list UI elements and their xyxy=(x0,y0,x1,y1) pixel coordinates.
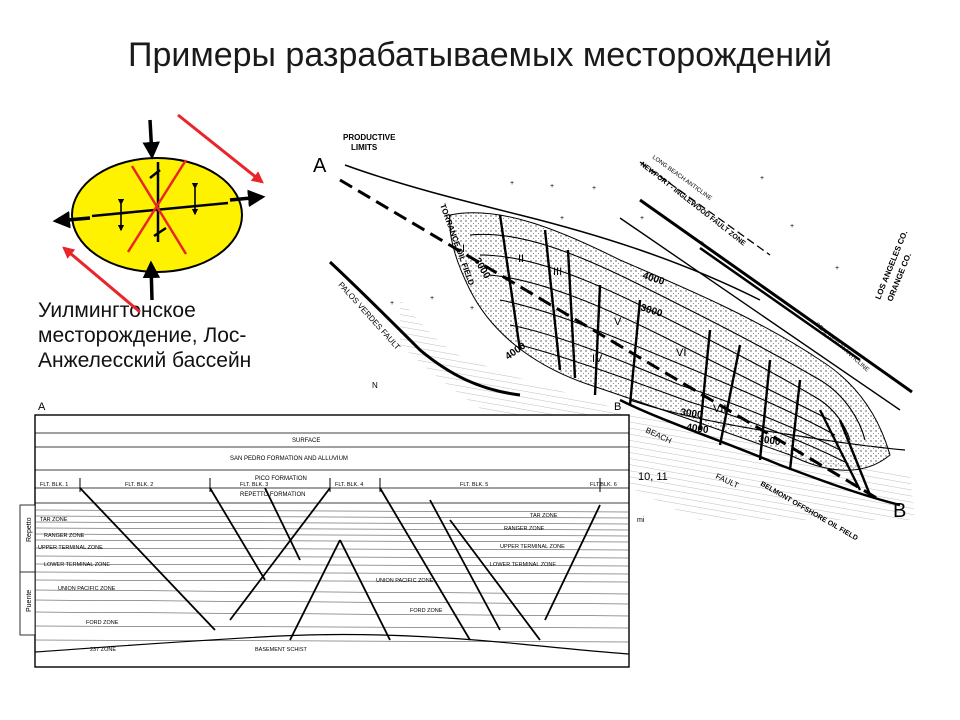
side-label-puente: Puente xyxy=(26,590,33,612)
left-zone-upper-terminal: UPPER TERMINAL ZONE xyxy=(38,545,103,551)
side-label-repetto: Repetto xyxy=(26,517,33,542)
left-zone-ford: FORD ZONE xyxy=(86,620,119,626)
map-label-b: B xyxy=(893,500,906,522)
pico-label: PICO FORMATION xyxy=(255,476,307,482)
repetto-label: REPETTO FORMATION xyxy=(240,492,305,498)
fault-block-5: FLT. BLK. 5 xyxy=(460,482,488,488)
left-zone-union-pacific: UNION PACIFIC ZONE xyxy=(58,586,116,592)
block-label-7: VII xyxy=(713,403,726,415)
svg-text:+: + xyxy=(430,295,434,302)
contour-label-5: 3000 xyxy=(680,407,704,421)
fracture-line-2 xyxy=(126,159,188,253)
block-label-1: I xyxy=(462,243,465,255)
field-caption: Уилмингтонское месторождение, Лос- Анжел… xyxy=(38,298,338,373)
svg-text:+: + xyxy=(835,265,839,272)
fault-block-1: FLT. BLK. 1 xyxy=(40,482,68,488)
palos-verdes-fault xyxy=(328,260,521,397)
strain-ellipse-diagram xyxy=(52,113,266,314)
right-zone-lower-terminal: LOWER TERMINAL ZONE xyxy=(490,562,556,568)
right-zone-tar: TAR ZONE xyxy=(530,513,558,519)
fault-block-4: FLT. BLK. 4 xyxy=(335,482,363,488)
right-zone-upper-terminal: UPPER TERMINAL ZONE xyxy=(500,544,565,550)
compression-arrow-top xyxy=(142,119,160,160)
compression-arrow-bottom xyxy=(142,260,161,301)
right-zone-ranger: RANGER ZONE xyxy=(504,526,545,532)
block-label-6: VI xyxy=(676,347,686,359)
block-label-5: V xyxy=(614,316,622,328)
block-label-3: III xyxy=(553,266,562,278)
right-zone-union-pacific: UNION PACIFIC ZONE xyxy=(376,578,434,584)
extension-arrow-west xyxy=(52,211,91,229)
cross-section: A B Repetto Puente xyxy=(19,401,630,668)
shear-arrow-upper xyxy=(177,113,264,184)
shear-arrow-lower xyxy=(62,246,141,314)
basement-label: BASEMENT SCHIST xyxy=(255,647,307,653)
shoreline-shading xyxy=(400,300,915,520)
right-zone-ford: FORD ZONE xyxy=(410,608,443,614)
caption-line-2: месторождение, Лос- xyxy=(38,324,247,347)
svg-text:+: + xyxy=(640,215,644,222)
left-zone-tar: TAR ZONE xyxy=(40,517,68,523)
section-label-a: A xyxy=(38,401,46,413)
block-label-2: II xyxy=(518,253,524,265)
contour-label-6: 4000 xyxy=(686,422,710,436)
svg-text:+: + xyxy=(760,175,764,182)
caption-line-1: Уилмингтонское xyxy=(38,299,196,322)
svg-text:+: + xyxy=(790,223,794,230)
productive-limits-line-1: PRODUCTIVE xyxy=(343,133,396,142)
section-label-b: B xyxy=(614,401,621,413)
fault-block-3: FLT. BLK. 3 xyxy=(240,482,268,488)
fault-block-6: FLT.BLK. 6 xyxy=(590,482,617,488)
svg-text:+: + xyxy=(560,215,564,222)
svg-text:+: + xyxy=(470,305,474,312)
slide-title: Примеры разрабатываемых месторождений xyxy=(128,36,832,74)
map-label-a: A xyxy=(313,155,327,177)
scale-unit-label: mi xyxy=(637,517,645,524)
north-label: N xyxy=(372,381,378,390)
block-label-4: IV xyxy=(592,353,603,365)
caption-line-3: Анжелесский бассейн xyxy=(38,349,252,372)
svg-text:+: + xyxy=(550,183,554,190)
svg-text:+: + xyxy=(390,300,394,307)
extra-label: 10, 11 xyxy=(638,471,668,483)
svg-text:+: + xyxy=(592,185,596,192)
extension-arrow-east xyxy=(229,189,266,208)
san-pedro-label: SAN PEDRO FORMATION AND ALLUVIUM xyxy=(230,456,348,462)
svg-text:+: + xyxy=(700,240,704,247)
productive-limits-line-2: LIMITS xyxy=(351,143,378,152)
fault-block-2: FLT. BLK. 2 xyxy=(125,482,153,488)
svg-text:+: + xyxy=(510,180,514,187)
fracture-line-1 xyxy=(130,165,188,255)
contour-label-7: 3000 xyxy=(758,434,782,448)
left-zone-lower-terminal: LOWER TERMINAL ZONE xyxy=(44,562,110,568)
left-zone-ranger: RANGER ZONE xyxy=(44,533,85,539)
left-zone-237: 237 ZONE xyxy=(90,647,116,653)
surface-label: SURFACE xyxy=(292,438,320,444)
